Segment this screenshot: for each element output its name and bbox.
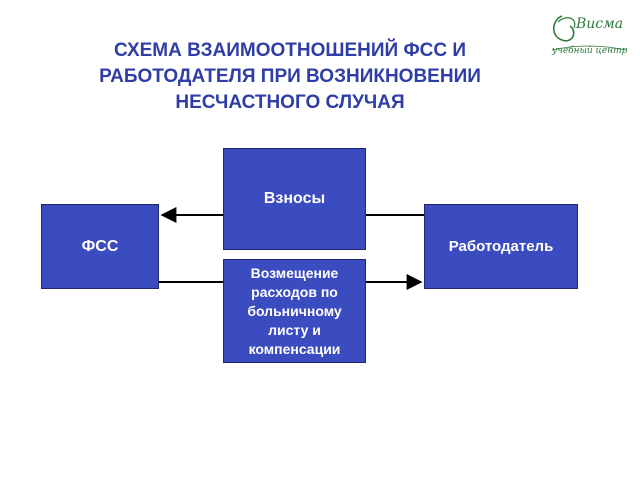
node-contributions: Взносы (223, 148, 366, 250)
logo-subtitle: учебный центр (552, 46, 628, 56)
node-fss: ФСС (41, 204, 159, 289)
node-employer: Работодатель (424, 204, 578, 289)
logo-name: Висма (576, 16, 624, 32)
node-compensation: Возмещение расходов по больничному листу… (223, 259, 366, 363)
logo: Висма учебный центр (548, 10, 628, 62)
page-title: СХЕМА ВЗАИМООТНОШЕНИЙ ФСС И РАБОТОДАТЕЛЯ… (99, 40, 481, 113)
logo-emblem-icon (551, 15, 627, 51)
